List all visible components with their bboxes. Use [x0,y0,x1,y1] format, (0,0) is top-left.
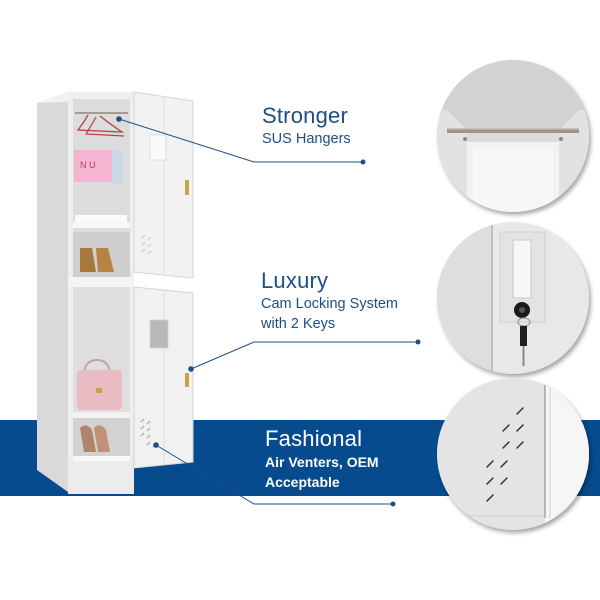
locker-illustration: N U [37,91,194,494]
cam-lock-closeup-image [437,222,589,374]
feature-title: Luxury [261,268,329,293]
svg-text:N U: N U [80,160,96,170]
feature-title: Stronger [262,103,348,128]
feature-title: Fashional [265,426,363,451]
feature-stronger: Stronger SUS Hangers [262,103,351,149]
feature-luxury: Luxury Cam Locking System with 2 Keys [261,268,398,334]
feature-subtitle-line-2: with 2 Keys [261,316,336,332]
air-vent-closeup-image [437,378,589,530]
locker-product-image: N U [0,0,220,520]
feature-subtitle-line-1: Air Venters, OEM [265,454,379,470]
feature-subtitle-line-2: Acceptable [265,474,340,490]
feature-subtitle-line-1: Cam Locking System [261,296,398,312]
feature-fashional: Fashional Air Venters, OEM Acceptable [265,426,379,492]
feature-subtitle: SUS Hangers [262,131,351,147]
hanging-rail-closeup-image [437,60,589,212]
